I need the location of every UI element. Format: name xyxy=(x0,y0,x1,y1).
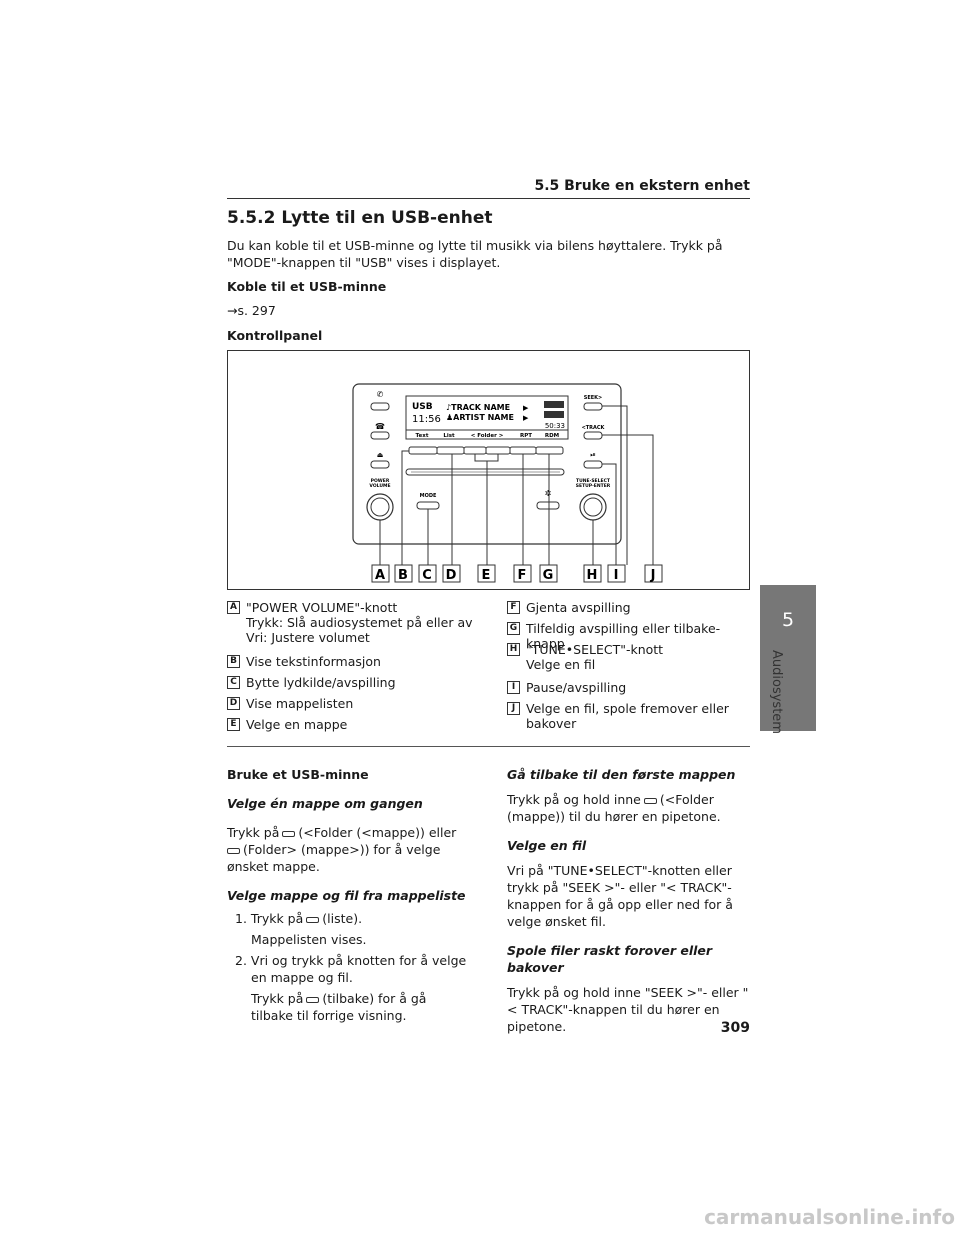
svg-text:TUNE·SELECT: TUNE·SELECT xyxy=(576,478,611,484)
svg-text:▶: ▶ xyxy=(523,404,529,412)
mode-button xyxy=(416,501,440,510)
intro-text: Du kan koble til et USB-minne og lytte t… xyxy=(227,238,723,270)
chapter-number: 5 xyxy=(781,609,795,631)
callout-H: H xyxy=(587,568,598,583)
callout-B: B xyxy=(398,568,408,583)
connect-ref: →s. 297 xyxy=(227,303,276,318)
svg-text:11:56: 11:56 xyxy=(412,414,441,425)
right-column: Gå tilbake til den første mappen Trykk p… xyxy=(507,766,750,1035)
svg-text:USB: USB xyxy=(412,402,433,412)
svg-text:▶: ▶ xyxy=(523,414,529,422)
button-icon xyxy=(643,797,657,804)
header-rule xyxy=(227,198,750,199)
select-folder-heading: Velge én mappe om gangen xyxy=(227,796,423,811)
step-2: 2. Vri og trykk på knotten for å velge e… xyxy=(235,953,467,985)
svg-text:SEEK>: SEEK> xyxy=(584,395,603,401)
section-separator xyxy=(227,746,750,747)
legend-item-A: A "POWER VOLUME"-knott Trykk: Slå audios… xyxy=(227,600,497,645)
panel-heading: Kontrollpanel xyxy=(227,328,323,343)
hangup-icon: ☎ xyxy=(375,422,385,431)
select-folder-text: Trykk på(<Folder (<mappe)) eller (Folder… xyxy=(227,825,457,874)
page-title: 5.5.2 Lytte til en USB-enhet xyxy=(227,208,493,228)
chapter-label: Audiosystem xyxy=(769,650,784,734)
callout-C: C xyxy=(422,568,432,583)
step-1: 1. Trykk på(liste). xyxy=(235,911,363,926)
callout-I: I xyxy=(614,568,619,583)
callout-G: G xyxy=(543,568,554,583)
button-icon xyxy=(227,847,240,854)
use-usb-heading: Bruke et USB-minne xyxy=(227,767,369,782)
legend-item-H: H "TUNE•SELECT"-knott Velge en fil xyxy=(507,642,757,672)
svg-text:MODE: MODE xyxy=(420,493,437,499)
phone-icon: ✆ xyxy=(377,390,384,399)
svg-text:♪TRACK NAME: ♪TRACK NAME xyxy=(446,403,510,412)
connect-heading: Koble til et USB-minne xyxy=(227,279,387,294)
select-file-text: Vri på "TUNE•SELECT"-knotten eller trykk… xyxy=(507,863,733,929)
svg-text:⏯: ⏯ xyxy=(590,451,596,459)
left-column: Bruke et USB-minne Velge én mappe om gan… xyxy=(227,766,472,1024)
section-header: 5.5 Bruke en ekstern enhet xyxy=(534,178,750,194)
first-folder-text: Trykk på og hold inne(<Folder (mappe)) t… xyxy=(507,792,721,824)
button-icon xyxy=(306,916,320,923)
svg-text:50:33: 50:33 xyxy=(545,422,565,430)
display xyxy=(405,395,569,440)
svg-text:♟ARTIST NAME: ♟ARTIST NAME xyxy=(446,413,514,422)
callout-A: A xyxy=(375,568,385,583)
folder-list-heading: Velge mappe og fil fra mappeliste xyxy=(227,888,466,903)
svg-text:<TRACK: <TRACK xyxy=(582,425,606,431)
callout-J: J xyxy=(650,568,656,583)
fast-forward-text: Trykk på og hold inne "SEEK >"- eller "<… xyxy=(507,985,749,1034)
control-panel-drawing: ✆ ☎ ⏏ POWER VOLUME USB 11:56 ♪TRACK NAME… xyxy=(352,383,663,583)
svg-text:< Folder >: < Folder > xyxy=(471,433,504,439)
svg-text:RDM: RDM xyxy=(545,433,559,439)
callout-F: F xyxy=(518,568,527,583)
control-panel-figure: ✆ ☎ ⏏ POWER VOLUME USB 11:56 ♪TRACK NAME… xyxy=(227,350,750,590)
watermark: carmanualsonline.info xyxy=(704,1205,955,1229)
svg-text:VOLUME: VOLUME xyxy=(369,483,390,489)
chapter-label-wrapper: Audiosystem xyxy=(769,650,868,734)
callout-E: E xyxy=(482,568,491,583)
button-icon xyxy=(282,830,296,837)
svg-text:Text: Text xyxy=(416,433,429,439)
eject-icon: ⏏ xyxy=(377,451,384,459)
chapter-tab: 5 xyxy=(760,585,816,731)
callout-D: D xyxy=(446,568,457,583)
legend-item-J: J Velge en fil, spole fremover eller bak… xyxy=(507,701,757,731)
svg-text:POWER: POWER xyxy=(371,478,390,484)
select-file-heading: Velge en fil xyxy=(507,838,587,853)
fast-forward-heading: Spole filer raskt forover eller bakover xyxy=(507,943,713,975)
step-2-note: Trykk på(tilbake) for å gå tilbake til f… xyxy=(251,991,427,1023)
svg-text:RPT: RPT xyxy=(520,433,532,439)
first-folder-heading: Gå tilbake til den første mappen xyxy=(507,767,736,782)
step-1-note: Mappelisten vises. xyxy=(251,932,367,947)
page-number: 309 xyxy=(720,1020,750,1036)
svg-text:SETUP·ENTER: SETUP·ENTER xyxy=(576,483,611,489)
svg-text:List: List xyxy=(443,433,455,439)
button-icon xyxy=(306,996,320,1003)
svg-text:✲: ✲ xyxy=(545,489,552,498)
